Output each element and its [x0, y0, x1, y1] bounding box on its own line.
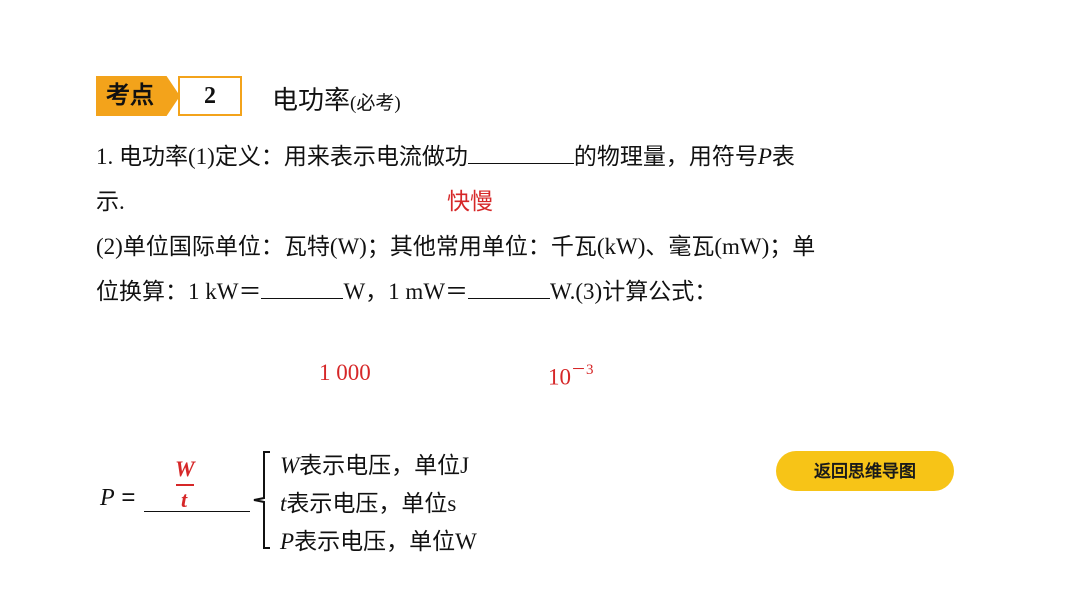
- answer-kw: 1 000: [319, 360, 371, 385]
- blank-kw: [261, 278, 344, 299]
- section-title-note: (必考): [350, 93, 401, 114]
- brace-item-text: 表示电压，单位: [299, 453, 461, 479]
- section-badge: 考点 2: [96, 76, 246, 116]
- back-to-mindmap-button[interactable]: 返回思维导图: [776, 451, 954, 491]
- brace-item-text: 表示电压，单位: [286, 491, 448, 517]
- formula-answer-line: [144, 511, 250, 512]
- section-title: 电功率(必考): [272, 80, 401, 117]
- answer-mw-base: 10: [548, 364, 571, 390]
- conversion-line: 位换算：1 kW＝ W，1 mW＝ W.(3)计算公式：: [96, 272, 717, 306]
- brace-item-unit: J: [460, 453, 470, 478]
- blank-mw: [468, 278, 551, 299]
- brace-item-unit: W: [455, 529, 477, 554]
- formula-denominator: t: [181, 487, 188, 512]
- conversion-b: W，1 mW＝: [343, 279, 469, 304]
- badge-number: 2: [178, 76, 242, 116]
- fraction-bar: [176, 484, 194, 486]
- brace-item-symbol: W: [280, 453, 300, 478]
- brace-item-w: W表示电压，单位J: [280, 446, 469, 480]
- answer-mw: 10－3: [548, 360, 594, 391]
- brace-icon: [253, 451, 270, 549]
- brace-item-t: t表示电压，单位s: [280, 484, 456, 518]
- brace-item-text: 表示电压，单位: [294, 529, 456, 555]
- formula-lhs: P =: [100, 484, 135, 512]
- brace-item-unit: s: [447, 491, 457, 516]
- blank-speed: [467, 143, 574, 164]
- section-title-text: 电功率: [272, 86, 351, 116]
- brace-item-p: P表示电压，单位W: [280, 522, 477, 556]
- answer-mw-exp: －3: [571, 362, 594, 378]
- formula-equals: =: [114, 484, 136, 511]
- brace-item-symbol: P: [280, 529, 295, 554]
- answer-speed: 快慢: [447, 189, 493, 215]
- definition-prefix: 1. 电功率(1)定义：用来表示电流做功: [96, 144, 468, 169]
- brace-item-symbol: t: [280, 491, 287, 516]
- definition-line: 1. 电功率(1)定义：用来表示电流做功 的物理量，用符号P表: [96, 137, 795, 171]
- conversion-c: W.(3)计算公式：: [550, 279, 718, 304]
- badge-label: 考点: [96, 76, 180, 116]
- definition-line-end: 示.: [96, 189, 125, 214]
- formula-numerator: W: [175, 456, 195, 481]
- units-line: (2)单位国际单位：瓦特(W)；其他常用单位：千瓦(kW)、毫瓦(mW)；单: [96, 234, 816, 259]
- definition-suffix-b: 表: [771, 144, 795, 169]
- definition-suffix: 的物理量，用符号: [573, 144, 758, 169]
- symbol-p: P: [757, 144, 772, 169]
- conversion-a: 位换算：1 kW＝: [96, 279, 262, 304]
- formula-p: P: [100, 485, 115, 511]
